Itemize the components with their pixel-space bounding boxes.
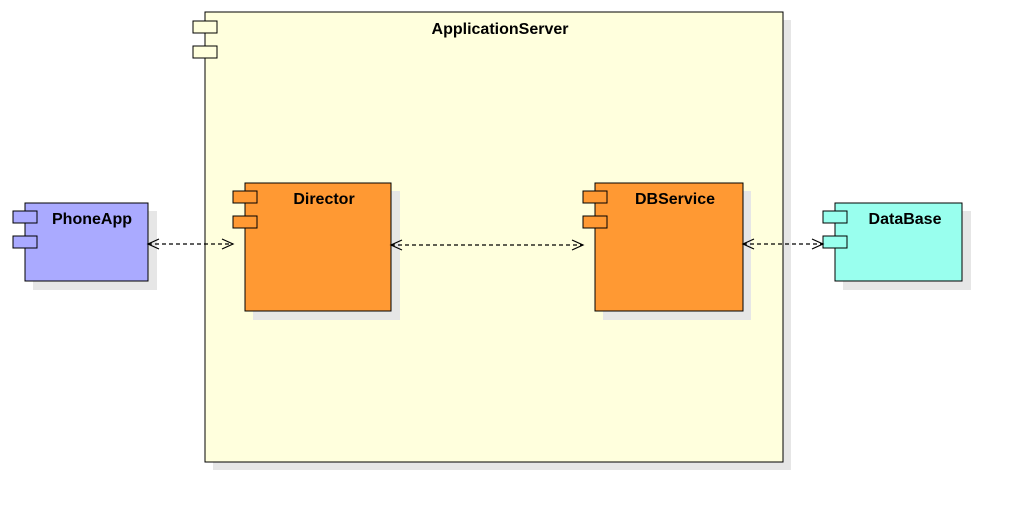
database-component[interactable]: DataBase	[822, 202, 971, 290]
phoneapp-body	[24, 202, 149, 282]
application-server-label: ApplicationServer	[432, 21, 569, 38]
connector-dbservice-database[interactable]	[741, 238, 825, 250]
dbservice-port-top	[582, 190, 608, 204]
database-port-bottom	[822, 235, 848, 249]
connector-dbservice-database-arrow-left	[741, 238, 755, 250]
connector-phoneapp-director-arrow-right	[221, 238, 235, 250]
connector-dbservice-database-arrow-right	[811, 238, 825, 250]
database-body	[834, 202, 963, 282]
director-body	[244, 182, 392, 312]
dbservice-component[interactable]: DBService	[582, 182, 751, 320]
dbservice-port-bottom	[582, 215, 608, 229]
director-component[interactable]: Director	[232, 182, 400, 320]
database-label: DataBase	[869, 211, 942, 228]
dbservice-label: DBService	[635, 191, 715, 208]
connector-phoneapp-director[interactable]	[146, 238, 235, 250]
connector-director-dbservice-arrow-left	[389, 239, 403, 251]
director-label: Director	[293, 191, 354, 208]
phoneapp-port-bottom	[12, 235, 38, 249]
phoneapp-component[interactable]: PhoneApp	[12, 202, 157, 290]
application-server-port-top	[192, 20, 218, 34]
connector-director-dbservice[interactable]	[389, 239, 585, 251]
application-server-port-bottom	[192, 45, 218, 59]
database-port-top	[822, 210, 848, 224]
director-port-top	[232, 190, 258, 204]
phoneapp-port-top	[12, 210, 38, 224]
director-port-bottom	[232, 215, 258, 229]
connector-director-dbservice-arrow-right	[571, 239, 585, 251]
phoneapp-label: PhoneApp	[52, 211, 132, 228]
connector-phoneapp-director-arrow-left	[146, 238, 160, 250]
dbservice-body	[594, 182, 744, 312]
